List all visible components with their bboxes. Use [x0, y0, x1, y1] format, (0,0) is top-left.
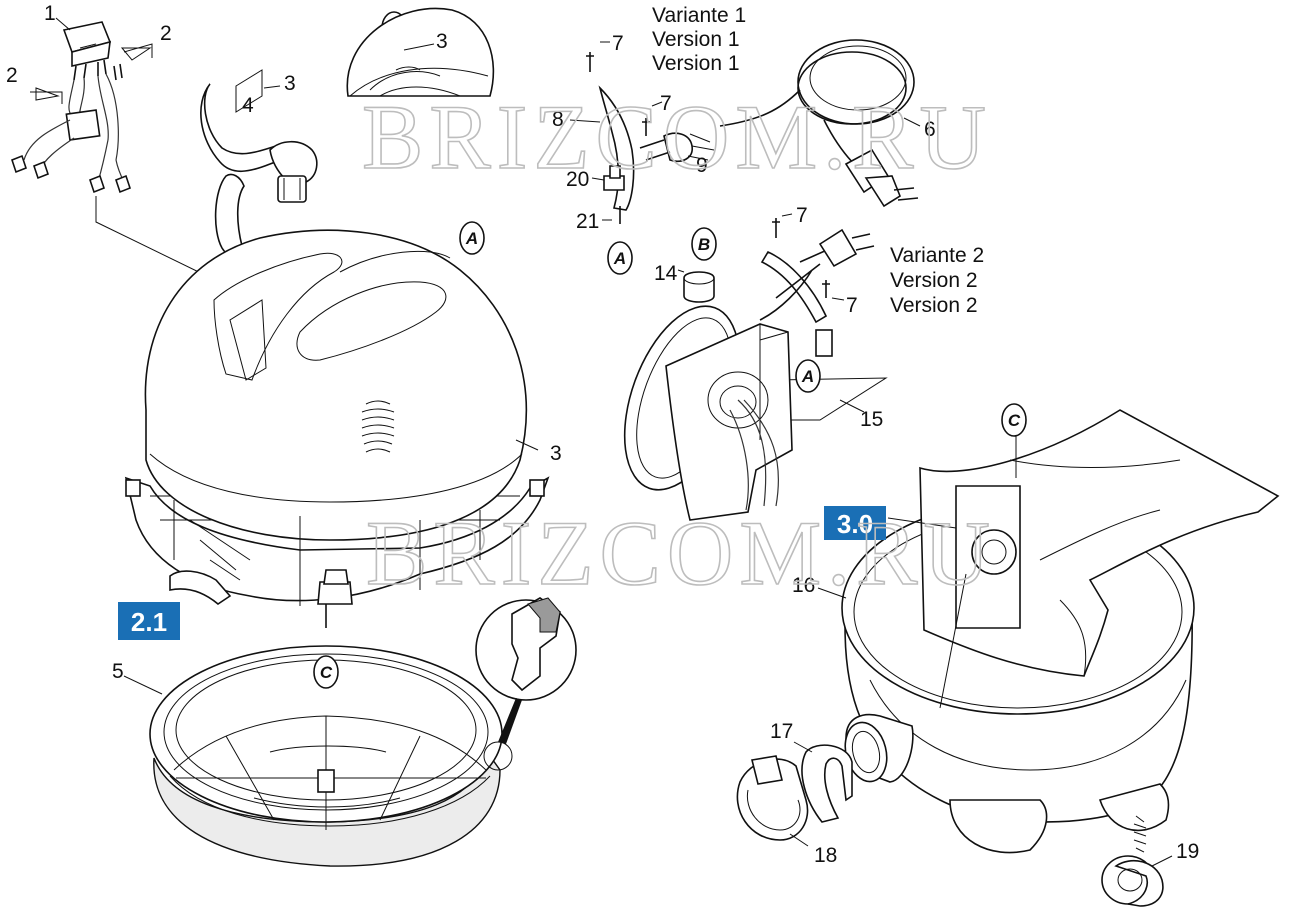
- filter-basket: [123, 645, 503, 867]
- part-2-left: 2: [6, 64, 18, 87]
- watermark-middle: BRIZCOM.RU: [366, 502, 996, 604]
- ref-a-reel: A: [801, 367, 814, 386]
- variant-1-label: Variante 1 Version 1 Version 1: [652, 4, 746, 75]
- badge-3-0: 3.0: [824, 506, 886, 540]
- part-17: 17: [770, 720, 793, 743]
- watermark-top: BRIZCOM.RU: [362, 86, 992, 188]
- badge-2-1: 2.1: [118, 602, 180, 640]
- ref-a-cord1: A: [613, 249, 626, 268]
- svg-text:3.0: 3.0: [837, 509, 873, 539]
- svg-text:Version 2: Version 2: [890, 269, 978, 292]
- part-6: 6: [924, 118, 936, 141]
- part-9: 9: [696, 154, 708, 177]
- cord-reel-variant-2: [623, 213, 888, 521]
- part-3-dome: 3: [550, 442, 562, 465]
- part-2-right: 2: [160, 22, 172, 45]
- variant-2-label: Variante 2 Version 2 Version 2: [890, 244, 984, 317]
- castor-wheel: [1101, 815, 1173, 907]
- filter-bag: [887, 409, 1280, 709]
- svg-text:2.1: 2.1: [131, 607, 167, 637]
- part-19: 19: [1176, 840, 1199, 863]
- part-1: 1: [44, 2, 56, 25]
- carry-handle: [200, 69, 318, 256]
- rim-detail-magnifier: [475, 597, 577, 771]
- svg-text:Variante 1: Variante 1: [652, 4, 746, 27]
- svg-text:Version 1: Version 1: [652, 52, 740, 75]
- part-7-reel-right: 7: [846, 294, 858, 317]
- part-21: 21: [576, 210, 599, 233]
- part-20: 20: [566, 168, 589, 191]
- svg-text:Version 2: Version 2: [890, 294, 978, 317]
- part-16: 16: [792, 574, 815, 597]
- part-14: 14: [654, 262, 678, 285]
- svg-text:Variante 2: Variante 2: [890, 244, 984, 267]
- part-7-mid: 7: [660, 92, 672, 115]
- part-3-detail: 3: [436, 30, 448, 53]
- hose-clamps: [736, 741, 853, 847]
- part-18: 18: [814, 844, 837, 867]
- ref-c-basket: C: [320, 663, 333, 682]
- part-5: 5: [112, 660, 124, 683]
- part-7-top: 7: [612, 32, 624, 55]
- ref-a-dome: A: [465, 229, 478, 248]
- switch-harness: [11, 17, 249, 297]
- part-8: 8: [552, 108, 564, 131]
- part-numbers: 1 2 2 3 4 3 3 7 8 7 9 6 20 21 7 14 7 15 …: [6, 2, 1199, 867]
- top-detail-magnifier: [346, 7, 495, 97]
- cord-variant-1: [569, 39, 921, 224]
- ref-b-reel: B: [698, 235, 710, 254]
- part-3-handle: 3: [284, 72, 296, 95]
- motor-head-dome: [124, 229, 550, 628]
- svg-text:Version 1: Version 1: [652, 28, 740, 51]
- part-4: 4: [242, 94, 254, 117]
- part-7-reel-top: 7: [796, 204, 808, 227]
- part-15: 15: [860, 408, 883, 431]
- vent-slots: [361, 400, 395, 453]
- ref-c-bag: C: [1008, 411, 1021, 430]
